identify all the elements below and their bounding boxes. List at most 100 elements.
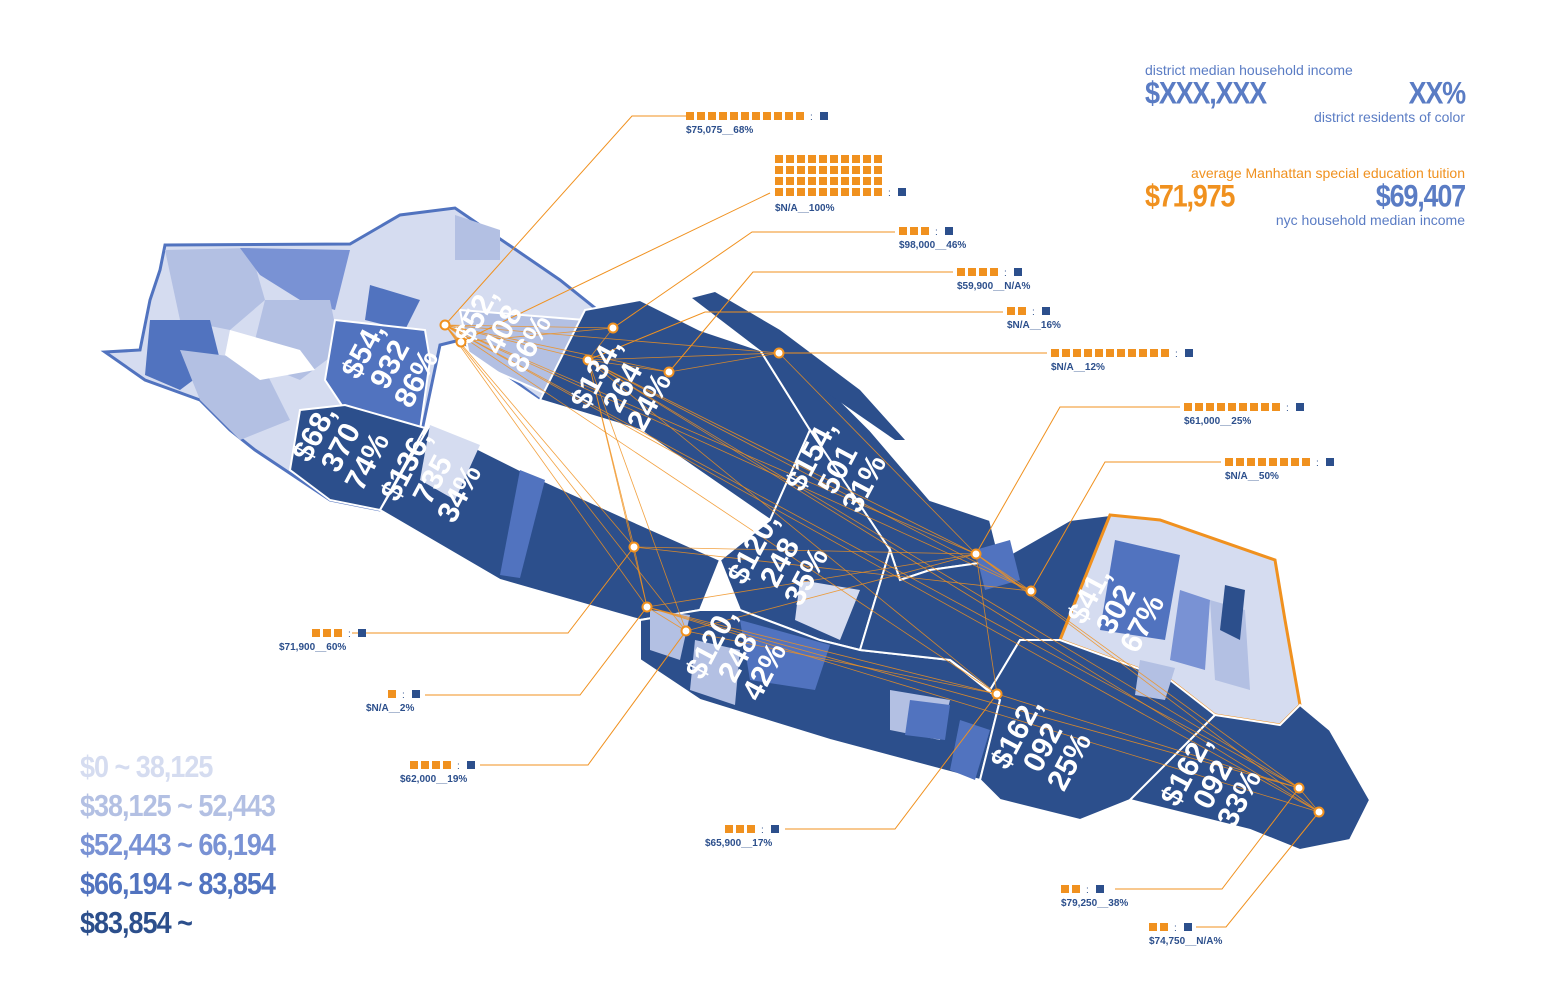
- school-callout[interactable]: : $59,900__N/A%: [957, 268, 1030, 292]
- orange-square: [786, 188, 794, 196]
- orange-square: [1072, 885, 1080, 893]
- orange-square: [1217, 403, 1225, 411]
- school-callout[interactable]: : $62,000__19%: [400, 761, 475, 785]
- network-line: [444, 324, 589, 361]
- school-node[interactable]: [680, 625, 692, 637]
- school-callout[interactable]: : $74,750__N/A%: [1149, 923, 1222, 947]
- orange-square: [686, 112, 694, 120]
- orange-square: [874, 177, 882, 185]
- orange-square: [1258, 458, 1266, 466]
- region-central-park: [430, 345, 760, 560]
- orange-square-meter: :: [686, 112, 828, 123]
- orange-square: [830, 177, 838, 185]
- network-line: [685, 553, 977, 632]
- orange-square: [979, 268, 987, 276]
- school-node[interactable]: [439, 319, 451, 331]
- orange-square: [852, 188, 860, 196]
- region-les-dark: [1220, 585, 1245, 640]
- orange-square: [697, 112, 705, 120]
- key-income-placeholder: $XXX,XXX: [1145, 75, 1267, 111]
- network-line: [633, 546, 648, 608]
- orange-square: [1073, 349, 1081, 357]
- network-line: [587, 359, 998, 695]
- school-node[interactable]: [607, 322, 619, 334]
- orange-square: [312, 629, 320, 637]
- school-node[interactable]: [641, 601, 653, 613]
- orange-square: [708, 112, 716, 120]
- orange-square-meter: :: [775, 155, 906, 199]
- orange-square: [388, 690, 396, 698]
- school-callout-label: $N/A__12%: [1051, 362, 1105, 373]
- school-callout[interactable]: : $N/A__2%: [366, 690, 420, 714]
- orange-square-meter: :: [1007, 307, 1050, 318]
- orange-square: [1195, 403, 1203, 411]
- school-callout[interactable]: : $N/A__12%: [1051, 349, 1193, 373]
- network-line: [587, 359, 1320, 813]
- orange-square: [819, 166, 827, 174]
- school-callout[interactable]: : $71,900__60%: [279, 629, 366, 653]
- region-harlem-b: [240, 248, 350, 310]
- school-node[interactable]: [663, 366, 675, 378]
- navy-square: [1096, 885, 1104, 893]
- school-node[interactable]: [582, 354, 594, 366]
- orange-square: [830, 188, 838, 196]
- leader-line: [1030, 461, 1221, 592]
- school-callout-label: $75,075__68%: [686, 125, 753, 136]
- orange-square: [786, 155, 794, 163]
- leader-line: [425, 606, 648, 696]
- school-node[interactable]: [773, 347, 785, 359]
- orange-square: [1161, 349, 1169, 357]
- navy-square: [358, 629, 366, 637]
- orange-square: [921, 227, 929, 235]
- school-callout[interactable]: : $65,900__17%: [705, 825, 779, 849]
- callout-colon: :: [1004, 268, 1007, 279]
- school-node[interactable]: [1313, 806, 1325, 818]
- orange-square: [786, 177, 794, 185]
- leader-line: [975, 406, 1180, 555]
- school-network-lines: [444, 324, 1320, 813]
- school-node[interactable]: [1293, 782, 1305, 794]
- orange-square: [1139, 349, 1147, 357]
- callout-colon: :: [402, 690, 405, 701]
- school-callout[interactable]: : $N/A__100%: [775, 155, 906, 214]
- orange-square: [797, 155, 805, 163]
- orange-square: [741, 112, 749, 120]
- orange-square: [841, 166, 849, 174]
- network-line: [685, 630, 998, 695]
- orange-square: [1160, 923, 1168, 931]
- network-line: [587, 359, 648, 608]
- orange-square: [797, 166, 805, 174]
- region-lower-mid: [950, 720, 990, 780]
- orange-square: [1117, 349, 1125, 357]
- orange-square: [797, 177, 805, 185]
- school-node[interactable]: [455, 336, 467, 348]
- network-line: [633, 546, 1032, 592]
- school-callout[interactable]: : $98,000__46%: [899, 227, 966, 251]
- callout-colon: :: [935, 227, 938, 238]
- orange-square: [775, 177, 783, 185]
- orange-square: [808, 166, 816, 174]
- orange-square: [1236, 458, 1244, 466]
- callout-colon: :: [457, 761, 460, 772]
- school-callout[interactable]: : $N/A__50%: [1225, 458, 1334, 482]
- orange-square: [1272, 403, 1280, 411]
- region-west-mid-strip: [500, 470, 545, 578]
- orange-square: [1095, 349, 1103, 357]
- school-node[interactable]: [970, 548, 982, 560]
- leader-line: [1115, 787, 1300, 890]
- school-callout[interactable]: : $N/A__16%: [1007, 307, 1061, 331]
- school-node[interactable]: [1025, 585, 1037, 597]
- school-callout[interactable]: : $75,075__68%: [686, 112, 828, 136]
- orange-square: [775, 188, 783, 196]
- orange-square-meter: :: [1149, 923, 1192, 934]
- orange-square: [863, 188, 871, 196]
- orange-square: [808, 177, 816, 185]
- school-node[interactable]: [991, 688, 1003, 700]
- school-callout[interactable]: : $79,250__38%: [1061, 885, 1128, 909]
- map-key: district median household income $XXX,XX…: [1145, 62, 1466, 228]
- leader-line: [480, 630, 687, 766]
- school-node[interactable]: [628, 541, 640, 553]
- school-callout[interactable]: : $61,000__25%: [1184, 403, 1304, 427]
- network-line: [587, 359, 687, 632]
- key-color-caption: district residents of color: [1314, 109, 1465, 125]
